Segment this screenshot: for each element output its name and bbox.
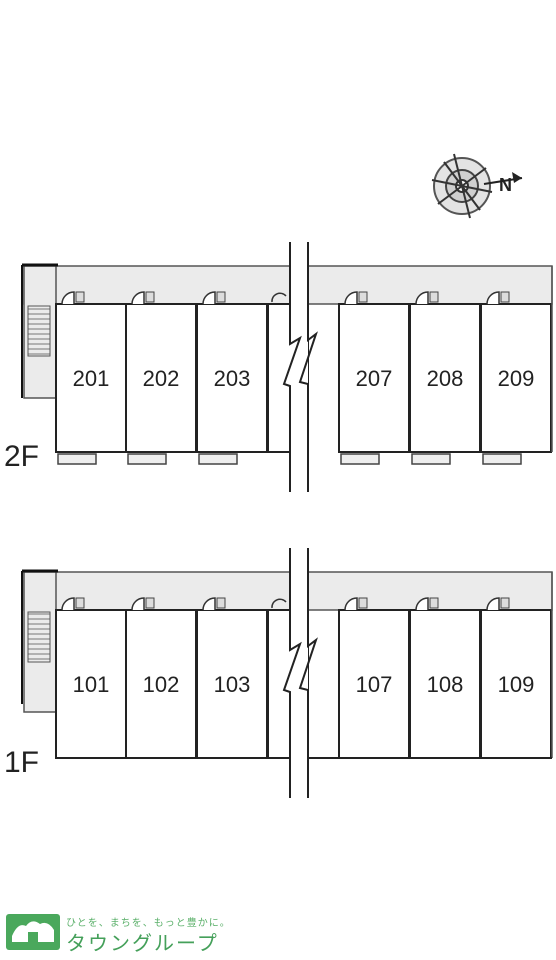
floor-label: 1F [4, 746, 39, 779]
stairs-icon [27, 611, 51, 663]
unit-207 [338, 303, 410, 453]
break-gap [290, 548, 308, 798]
balcony [411, 453, 451, 465]
balcony [198, 453, 238, 465]
balcony [482, 453, 522, 465]
unit-number-label: 201 [73, 366, 110, 391]
company-logo: ひとを、まちを、もっと豊かに。 タウングループ [4, 912, 304, 956]
break-line [298, 242, 318, 492]
unit-209 [480, 303, 552, 453]
unit-109 [480, 609, 552, 759]
logo-name: タウングループ [66, 931, 219, 955]
balcony [340, 453, 380, 465]
unit-number-label: 103 [214, 672, 251, 697]
meter-box-icon [358, 291, 368, 303]
unit-number-label: 108 [427, 672, 464, 697]
unit-number-label: 107 [356, 672, 393, 697]
door-icon [344, 291, 358, 305]
unit-number-label: 109 [498, 672, 535, 697]
unit-number-label: 101 [73, 672, 110, 697]
unit-208 [409, 303, 481, 453]
balcony [57, 453, 97, 465]
meter-box-icon [358, 597, 368, 609]
door-icon [61, 597, 75, 611]
door-icon [131, 291, 145, 305]
door-icon [202, 597, 216, 611]
break-line [282, 242, 302, 492]
unit-203 [196, 303, 268, 453]
break-gap [290, 242, 308, 492]
unit-103 [196, 609, 268, 759]
door-icon [415, 291, 429, 305]
logo-tagline: ひとを、まちを、もっと豊かに。 [66, 918, 231, 929]
door-icon [486, 291, 500, 305]
unit-number-label: 202 [143, 366, 180, 391]
unit-number-label: 208 [427, 366, 464, 391]
meter-box-icon [216, 291, 226, 303]
floor-label: 2F [4, 440, 39, 473]
door-icon [415, 597, 429, 611]
floor-2f-plan: 201 202 203 207 208 209 2F [4, 242, 553, 492]
unit-108 [409, 609, 481, 759]
compass-icon [431, 153, 523, 219]
unit-101 [55, 609, 127, 759]
door-icon [271, 292, 287, 303]
door-icon [131, 597, 145, 611]
house-logo-icon [6, 914, 60, 950]
meter-box-icon [216, 597, 226, 609]
door-icon [344, 597, 358, 611]
meter-box-icon [429, 291, 439, 303]
unit-number-label: 102 [143, 672, 180, 697]
door-icon [202, 291, 216, 305]
door-icon [271, 598, 287, 609]
meter-box-icon [145, 291, 155, 303]
meter-box-icon [145, 597, 155, 609]
floor-1f-plan: 101 102 103 107 108 109 1F [4, 548, 553, 798]
meter-box-icon [429, 597, 439, 609]
corridor [23, 571, 553, 611]
unit-202 [125, 303, 197, 453]
unit-number-label: 207 [356, 366, 393, 391]
break-line [282, 548, 302, 798]
stairs-icon [27, 305, 51, 357]
unit-number-label: 203 [214, 366, 251, 391]
meter-box-icon [500, 597, 510, 609]
meter-box-icon [75, 291, 85, 303]
break-line [298, 548, 318, 798]
meter-box-icon [75, 597, 85, 609]
door-icon [61, 291, 75, 305]
door-icon [486, 597, 500, 611]
corridor [23, 265, 553, 305]
balcony [127, 453, 167, 465]
compass-north-label: N [499, 175, 512, 195]
meter-box-icon [500, 291, 510, 303]
unit-number-label: 209 [498, 366, 535, 391]
